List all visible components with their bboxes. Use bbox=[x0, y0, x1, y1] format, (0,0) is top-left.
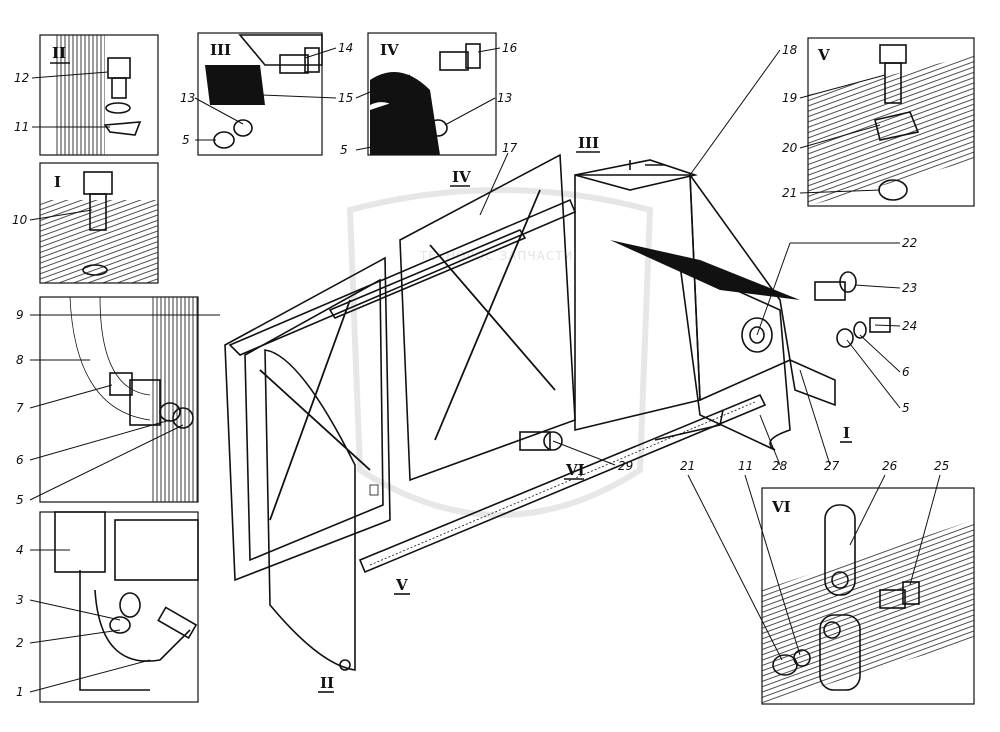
callout-7: 7 bbox=[16, 401, 24, 415]
callout-29: 29 bbox=[618, 459, 633, 473]
inset-IV-label: IV bbox=[380, 41, 399, 59]
inset-II-label: II bbox=[52, 44, 66, 62]
callout-5: 5 bbox=[16, 493, 24, 507]
bolt-29 bbox=[519, 431, 563, 451]
inset-V: V bbox=[807, 37, 975, 207]
callout-21: 21 bbox=[782, 186, 797, 200]
callout-25: 25 bbox=[934, 459, 949, 473]
washer-22 bbox=[741, 317, 773, 353]
callout-6: 6 bbox=[902, 365, 910, 379]
callout-13: 13 bbox=[180, 91, 195, 105]
section-mark-I: I bbox=[843, 424, 850, 442]
inset-I: I bbox=[39, 162, 159, 284]
bracket-27 bbox=[788, 358, 836, 407]
right-curved-panel bbox=[679, 263, 791, 451]
callout-3: 3 bbox=[16, 593, 24, 607]
callout-21: 21 bbox=[680, 459, 695, 473]
callout-15: 15 bbox=[338, 91, 353, 105]
inset-I-label: I bbox=[54, 173, 61, 191]
inset-III-label: III bbox=[210, 41, 231, 59]
callout-11: 11 bbox=[14, 120, 29, 134]
callout-17: 17 bbox=[502, 141, 518, 155]
callout-27: 27 bbox=[824, 459, 840, 473]
callout-13: 13 bbox=[497, 91, 512, 105]
callout-10: 10 bbox=[12, 213, 28, 227]
housing-box bbox=[574, 159, 800, 432]
section-mark-IV: IV bbox=[452, 168, 471, 186]
callout-4: 4 bbox=[16, 543, 24, 557]
callout-labels: 12 11 10 9 8 7 6 5 4 3 2 1 13 5 14 15 15… bbox=[12, 41, 949, 699]
callout-8: 8 bbox=[16, 353, 24, 367]
inset-IV: IV bbox=[367, 32, 497, 156]
callout-16: 16 bbox=[502, 41, 518, 55]
watermark-logo: ТЕХНОРОС ЗАПЧАСТИ bbox=[346, 187, 654, 518]
callout-5: 5 bbox=[902, 401, 910, 415]
inset-hinge bbox=[39, 296, 199, 503]
section-mark-V: V bbox=[395, 576, 408, 594]
top-rails bbox=[228, 198, 577, 356]
inset-II-top: II bbox=[39, 34, 159, 156]
callout-28: 28 bbox=[772, 459, 788, 473]
callout-12: 12 bbox=[14, 71, 29, 85]
callout-5: 5 bbox=[182, 133, 190, 147]
callout-6: 6 bbox=[16, 453, 24, 467]
main-assembly bbox=[224, 153, 836, 671]
callout-11: 11 bbox=[738, 459, 753, 473]
door-handle bbox=[654, 409, 724, 441]
callout-23: 23 bbox=[902, 281, 917, 295]
callout-9: 9 bbox=[16, 308, 24, 322]
callout-22: 22 bbox=[902, 236, 917, 250]
callout-20: 20 bbox=[782, 141, 798, 155]
inset-VI-label: VI bbox=[771, 498, 791, 516]
callout-18: 18 bbox=[782, 43, 798, 57]
section-mark-VI: VI bbox=[565, 461, 585, 479]
inset-V-label: V bbox=[817, 46, 830, 64]
callout-14: 14 bbox=[338, 41, 353, 55]
exploded-bolt-24 bbox=[836, 317, 891, 348]
exploded-bolt-23 bbox=[814, 271, 857, 301]
bottom-rail bbox=[358, 393, 767, 574]
section-mark-II: II bbox=[320, 674, 334, 692]
inset-VI: VI bbox=[761, 487, 975, 705]
section-mark-III: III bbox=[578, 134, 599, 152]
section-marks: IV III V VI II I bbox=[318, 134, 852, 693]
front-frame bbox=[224, 256, 391, 582]
front-curved-door bbox=[264, 349, 356, 671]
callout-24: 24 bbox=[902, 319, 917, 333]
callout-5: 5 bbox=[340, 143, 348, 157]
watermark-text: ТЕХНОРОС ЗАПЧАСТИ bbox=[419, 249, 574, 263]
callout-19: 19 bbox=[782, 91, 797, 105]
inset-corner bbox=[39, 511, 199, 703]
leader-lines bbox=[29, 47, 941, 693]
callout-26: 26 bbox=[882, 459, 898, 473]
callout-1: 1 bbox=[16, 685, 24, 699]
callout-2: 2 bbox=[16, 636, 24, 650]
inset-III: III bbox=[197, 32, 323, 156]
